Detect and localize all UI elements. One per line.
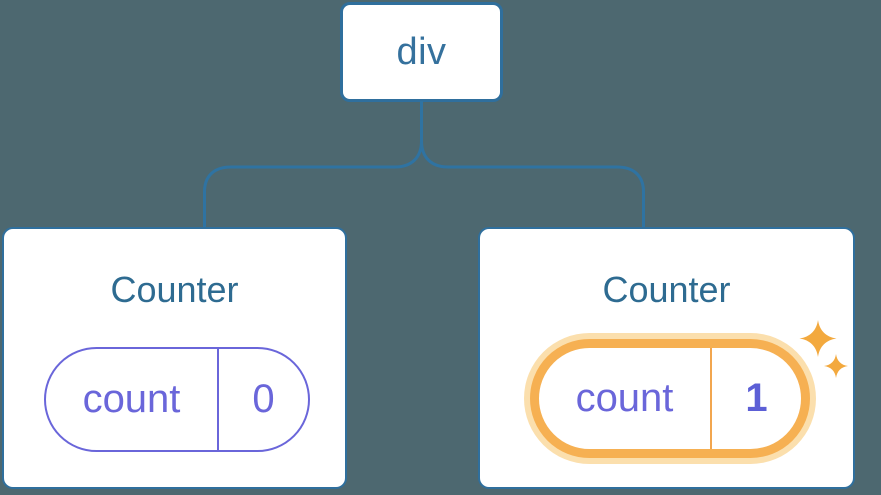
state-value: 1 — [745, 376, 768, 420]
component-title: Counter — [110, 269, 239, 310]
counter-card-right: Counter count 1 — [478, 227, 855, 489]
counter-card-left: Counter count 0 — [2, 227, 347, 489]
state-key-label: count — [575, 376, 674, 420]
component-title: Counter — [602, 269, 731, 310]
root-node: div — [340, 2, 503, 102]
connector-branch-right — [420, 140, 645, 228]
pill-divider — [710, 348, 712, 449]
state-pill-highlighted: count 1 — [530, 339, 810, 458]
pill-divider — [217, 349, 219, 450]
state-pill: count 0 — [44, 347, 310, 452]
connector-branch-left — [203, 140, 423, 228]
state-value: 0 — [252, 377, 275, 421]
root-node-label: div — [396, 30, 447, 73]
sparkles-icon — [799, 320, 848, 378]
state-key-label: count — [82, 377, 181, 421]
